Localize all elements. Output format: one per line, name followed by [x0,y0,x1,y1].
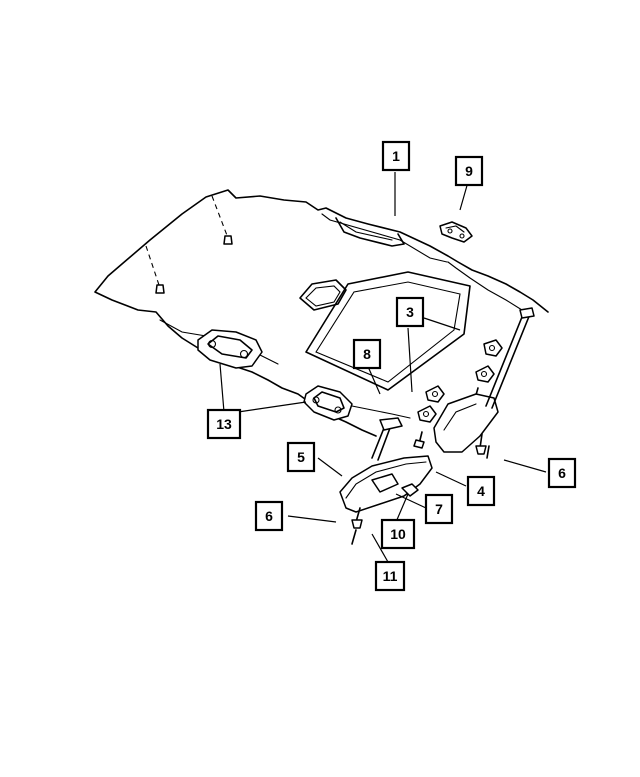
callout-6-left: 6 [254,500,284,532]
visor-clip-middle [475,365,495,383]
grab-handle-right [303,385,353,421]
callout-label: 13 [216,416,232,432]
callout-label: 3 [406,304,414,320]
callout-label: 6 [558,465,566,481]
dome-lamp-clip [439,221,473,243]
callout-label: 9 [465,163,473,179]
callout-13: 13 [206,408,242,440]
callout-9: 9 [454,155,484,187]
callout-11: 11 [374,560,406,592]
callout-10: 10 [380,518,416,550]
callout-label: 7 [435,501,443,517]
callout-label: 8 [363,346,371,362]
callout-4: 4 [466,475,496,507]
callout-6-right: 6 [547,457,577,489]
callout-1: 1 [381,140,411,172]
callout-label: 6 [265,508,273,524]
callout-label: 5 [297,449,305,465]
sun-visor-right [433,307,535,459]
callout-7: 7 [424,493,454,525]
push-pin-right [211,195,233,245]
callout-label: 10 [390,526,406,542]
sun-visor-front [339,417,433,545]
callout-label: 1 [392,148,400,164]
visor-clip-upper [483,339,503,357]
callout-label: 11 [383,568,398,584]
push-pin-left [145,245,165,294]
rear-handle-pocket [335,217,405,247]
grab-handle-left [197,329,263,369]
callout-5: 5 [286,441,316,473]
sunroof-opening [305,271,471,391]
leader-lines [219,172,547,563]
callout-8: 8 [352,338,382,370]
dome-lamp-recess [299,279,347,311]
callout-3: 3 [395,296,425,328]
visor-clip-lowest [417,405,437,423]
visor-clip-lower [425,385,445,403]
callout-label: 4 [477,483,485,499]
